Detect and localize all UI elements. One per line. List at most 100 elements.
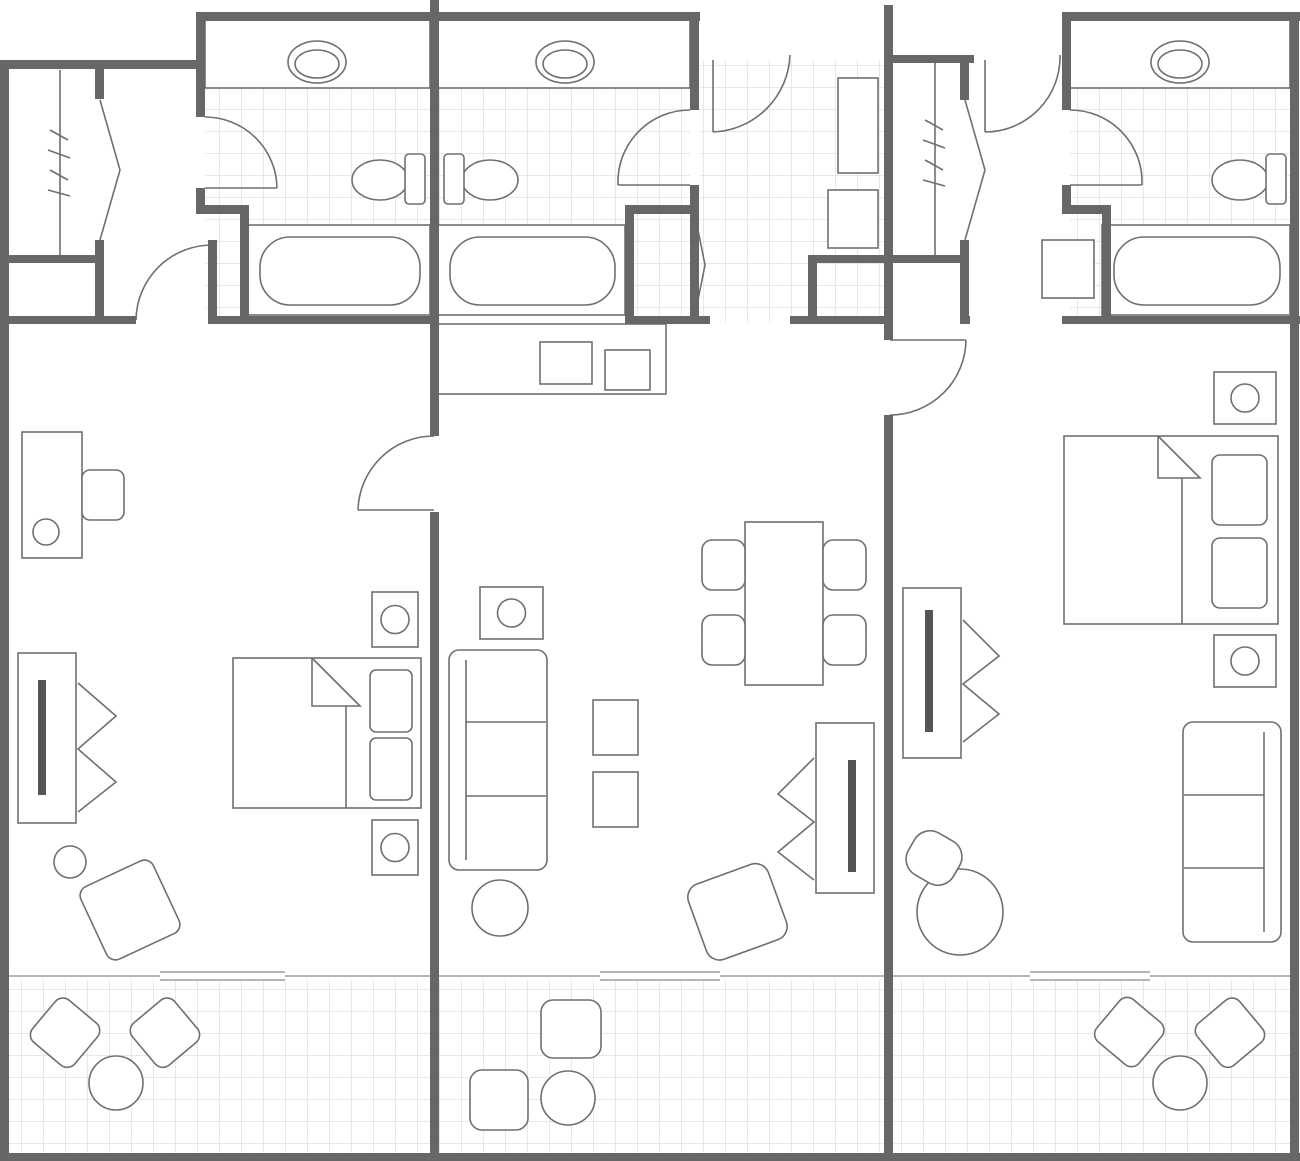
bed-sheet-fold (1157, 435, 1202, 624)
tv-stand-legs (776, 757, 816, 881)
door-swing-icon[interactable] (135, 244, 213, 321)
pillow (369, 669, 413, 733)
balcony-chair (129, 997, 201, 1069)
pillow (369, 737, 413, 801)
wall (690, 185, 699, 215)
lamp (1230, 383, 1260, 413)
lamp-table-icon (1213, 634, 1277, 688)
wall (808, 255, 817, 324)
bathtub-icon (1101, 224, 1291, 316)
wall (1290, 12, 1299, 1161)
wall (808, 255, 888, 263)
wall (625, 316, 710, 324)
wall (1102, 205, 1111, 324)
wall (0, 60, 205, 69)
wall (960, 240, 969, 324)
balcony-chair (1093, 996, 1165, 1068)
wall (240, 205, 249, 324)
door-swing-icon[interactable] (889, 339, 967, 416)
lamp-table-icon (1213, 371, 1277, 425)
lamp (380, 604, 410, 635)
doors[interactable] (9, 54, 1290, 981)
lamp (380, 832, 410, 863)
bathtub-basin (259, 236, 421, 306)
tv-stand-legs (76, 682, 118, 813)
closet-hanger-icon (47, 129, 71, 197)
tv-stand-legs (961, 619, 1001, 743)
door-swing-icon[interactable] (617, 109, 691, 186)
pillow (1211, 454, 1268, 526)
wall (0, 1153, 1300, 1161)
lamp-table-icon (371, 819, 419, 876)
wall (0, 60, 9, 1161)
wall (1062, 12, 1300, 21)
balcony-table (540, 1070, 596, 1126)
door-swing-icon[interactable] (1069, 109, 1143, 186)
sink-basin (294, 49, 340, 79)
wall (208, 240, 217, 324)
sink-basin (1157, 49, 1203, 79)
sliding-door[interactable] (438, 971, 884, 981)
wall (884, 415, 893, 1161)
closet-door[interactable] (964, 99, 986, 241)
door-swing-icon[interactable] (984, 54, 1061, 133)
wall (196, 188, 205, 213)
lamp (1230, 646, 1260, 676)
wall (95, 240, 104, 324)
bathtub-basin (449, 236, 616, 306)
wall (0, 316, 136, 324)
dining-table-icon (744, 521, 824, 686)
wall (9, 255, 97, 263)
sliding-door[interactable] (892, 971, 1290, 981)
door-swing-icon[interactable] (357, 435, 435, 511)
sink-icon (1150, 40, 1210, 84)
coffee-table (592, 771, 639, 828)
tiled-floors (9, 60, 1290, 1153)
wall (212, 316, 438, 324)
door-swing-icon[interactable] (712, 54, 791, 133)
sofa-cushions (465, 660, 546, 860)
tv (925, 610, 933, 732)
toilet-icon (461, 159, 519, 201)
pillow (1211, 537, 1268, 609)
closet-door[interactable] (99, 99, 121, 241)
wall (625, 205, 699, 214)
dining-chair (822, 614, 867, 666)
wall (196, 12, 700, 21)
microwave (604, 349, 651, 391)
toilet-icon (1211, 159, 1269, 201)
armchair-icon (686, 862, 788, 961)
balcony-table (1152, 1055, 1208, 1111)
wall (884, 5, 893, 340)
sofa-icon (448, 649, 548, 871)
armchair-icon (79, 859, 181, 961)
wall (690, 12, 699, 110)
toilet-icon (351, 159, 409, 201)
balcony-chair (469, 1069, 529, 1131)
wall (790, 316, 892, 324)
wall (196, 205, 248, 214)
wall (960, 316, 970, 324)
toilet-tank (1265, 153, 1287, 205)
wall (1062, 185, 1071, 213)
desk-chair (81, 469, 125, 521)
sliding-door[interactable] (9, 971, 430, 981)
bathtub-icon (437, 224, 626, 316)
door-swing-icon[interactable] (204, 116, 278, 189)
floor-lamp (53, 845, 87, 879)
bed-sheet-fold (311, 657, 362, 808)
balcony-chair (540, 999, 602, 1059)
round-table-icon (471, 879, 529, 937)
wall (1062, 316, 1300, 324)
tv (848, 760, 856, 872)
safe-cabinet (827, 189, 879, 249)
desk-chair (905, 830, 963, 886)
sink-basin (542, 49, 588, 79)
bathtub-basin (1113, 236, 1281, 306)
wall (430, 512, 439, 1161)
round-table-icon (916, 868, 1004, 956)
toilet-tank (443, 153, 465, 205)
hallway-shelf (837, 77, 879, 174)
fixtures-and-furniture (17, 19, 1291, 1131)
